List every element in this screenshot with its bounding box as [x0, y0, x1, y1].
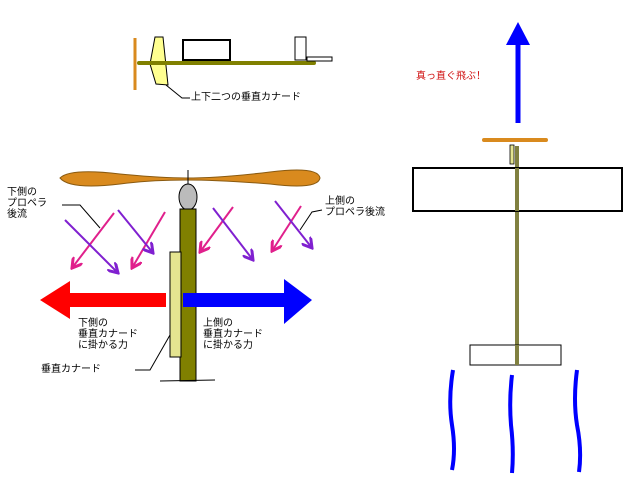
label-line: 上側の — [203, 318, 233, 329]
top-canard-label: 上下二つの垂直カナード — [191, 92, 301, 103]
fly-straight-label: 真っ直ぐ飛ぶ！ — [416, 71, 486, 82]
label-line: 垂直カナード — [203, 329, 263, 340]
side-view-plane — [133, 36, 333, 99]
top-view — [412, 22, 623, 474]
fin-side — [294, 36, 307, 61]
vertical-canard — [169, 251, 182, 358]
wing-side — [182, 39, 231, 61]
label-line: プロペラ後流 — [325, 207, 385, 218]
prop-wash-arrows — [64, 200, 312, 273]
lower-force-arrow — [40, 281, 166, 319]
label-line: 後流 — [7, 209, 27, 220]
canard-top — [509, 144, 515, 165]
spinner — [178, 183, 198, 211]
label-line: に掛かる力 — [203, 340, 253, 351]
propeller-front — [59, 169, 321, 187]
front-view — [40, 169, 323, 382]
wake-line — [573, 369, 583, 473]
label-line: に掛かる力 — [78, 340, 128, 351]
canard-label: 垂直カナード — [41, 364, 101, 375]
wake-line — [448, 369, 456, 471]
upper-force-arrow — [183, 279, 312, 324]
label-line: 下側の — [78, 318, 108, 329]
upper-force-label: 上側の垂直カナードに掛かる力 — [203, 318, 263, 351]
label-line: 上側の — [325, 196, 355, 207]
leader-line — [165, 84, 190, 99]
lower-wash-label: 下側のプロペラ後流 — [7, 187, 47, 220]
wake-line — [508, 374, 515, 474]
lower-force-label: 下側の垂直カナードに掛かる力 — [78, 318, 138, 351]
label-line: プロペラ — [7, 198, 47, 209]
label-line: 垂直カナード — [78, 329, 138, 340]
up-arrow-head — [506, 22, 530, 45]
stabilizer-side — [306, 56, 333, 62]
upper-wash-label: 上側のプロペラ後流 — [325, 196, 385, 218]
label-line: 下側の — [7, 187, 37, 198]
